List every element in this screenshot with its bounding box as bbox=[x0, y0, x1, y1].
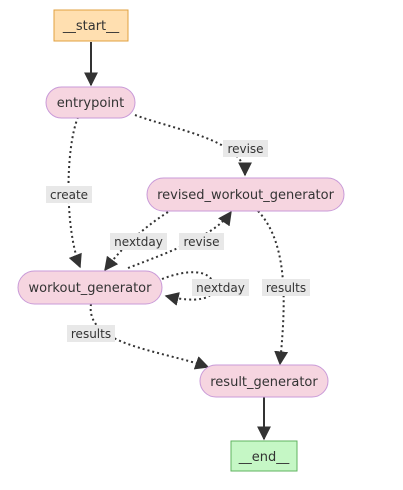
node-workout-generator[interactable] bbox=[17, 270, 163, 305]
edge-workout-to-result bbox=[89, 303, 210, 370]
edge-label-nextday-mid: nextday bbox=[114, 235, 163, 249]
node-end-label: __end__ bbox=[238, 450, 290, 465]
edge-label-revise-top: revise bbox=[227, 142, 263, 156]
node-revised-workout-generator-label: revised_workout_generator bbox=[157, 188, 335, 203]
node-workout-generator-label: workout_generator bbox=[29, 281, 153, 296]
edge-label-bg-create bbox=[46, 186, 92, 203]
edge-label-create: create bbox=[50, 188, 88, 202]
edge-label-revise-mid: revise bbox=[183, 235, 219, 249]
edge-entrypoint-to-revised bbox=[134, 114, 252, 177]
edge-revised-to-result bbox=[257, 210, 289, 366]
edge-label-bg-results-2 bbox=[67, 325, 115, 342]
edge-workout-to-revised-revise bbox=[127, 210, 232, 269]
node-start[interactable] bbox=[53, 9, 129, 42]
edge-label-bg-revise-1 bbox=[223, 140, 268, 157]
node-result-generator-label: result_generator bbox=[210, 375, 318, 390]
edge-label-results-left: results bbox=[71, 327, 111, 341]
edge-label-bg-revise-2 bbox=[179, 233, 224, 250]
edge-label-nextday-loop: nextday bbox=[196, 281, 245, 295]
edge-label-bg-results-1 bbox=[262, 279, 310, 296]
node-entrypoint-label: entrypoint bbox=[57, 96, 125, 111]
node-result-generator[interactable] bbox=[199, 364, 329, 398]
edge-label-bg-nextday-2 bbox=[192, 279, 249, 296]
edge-label-bg-nextday-1 bbox=[110, 233, 167, 250]
edge-entrypoint-to-workout bbox=[67, 116, 82, 269]
edge-workout-self-loop bbox=[161, 271, 216, 306]
node-revised-workout-generator[interactable] bbox=[146, 177, 345, 212]
node-start-label: __start__ bbox=[62, 19, 120, 34]
node-end[interactable] bbox=[230, 440, 298, 472]
node-entrypoint[interactable] bbox=[45, 86, 136, 119]
edge-label-results-right: results bbox=[266, 281, 306, 295]
